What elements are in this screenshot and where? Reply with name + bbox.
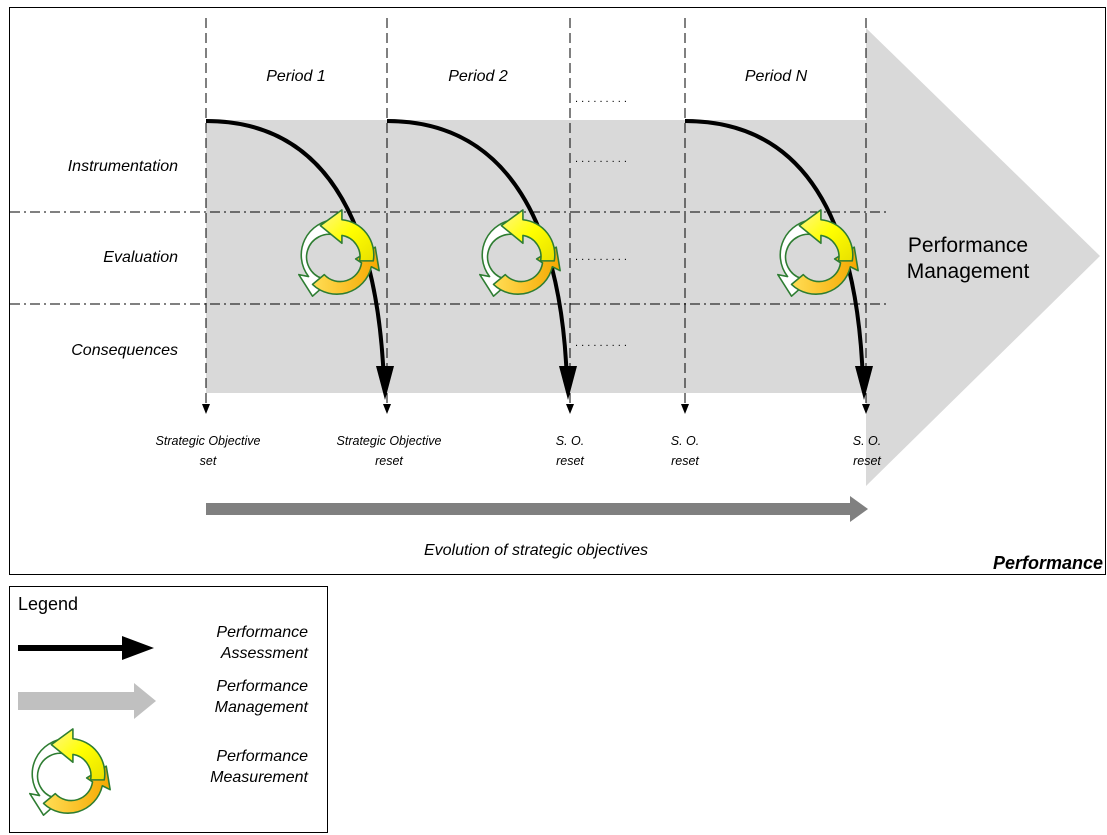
ellipsis-dots: . . . . . . . . . xyxy=(575,251,627,263)
grey-arrow-icon xyxy=(18,683,156,719)
period-label: Period 1 xyxy=(266,68,326,85)
milestone-label: Strategic Objective xyxy=(337,434,442,448)
legend-item-label: Performance xyxy=(216,624,308,641)
milestone-label: S. O. xyxy=(671,434,699,448)
management-label: Management xyxy=(907,260,1030,283)
management-label: Performance xyxy=(908,234,1028,257)
legend-item-label: Assessment xyxy=(220,645,309,662)
ellipsis-dots: . . . . . . . . . xyxy=(575,337,627,349)
milestone-label: reset xyxy=(375,454,403,468)
milestone-label: S. O. xyxy=(853,434,881,448)
row-label: Evaluation xyxy=(103,249,178,266)
legend-item-label: Measurement xyxy=(210,769,308,786)
performance-diagram-frame: . . . . . . . . . . . . . . . . . . . . … xyxy=(9,7,1106,575)
legend-item-label: Performance xyxy=(216,748,308,765)
row-label: Consequences xyxy=(71,342,178,359)
row-label: Instrumentation xyxy=(68,158,178,175)
milestone-label: set xyxy=(200,454,217,468)
evolution-label: Evolution of strategic objectives xyxy=(424,542,648,559)
milestone-label: S. O. xyxy=(556,434,584,448)
period-label: Period 2 xyxy=(448,68,508,85)
ellipsis-dots: . . . . . . . . . xyxy=(575,93,627,105)
performance-management-arrow xyxy=(206,28,1100,486)
period-lines xyxy=(205,18,867,404)
milestone-label: reset xyxy=(671,454,699,468)
milestone-label: Strategic Objective xyxy=(156,434,261,448)
milestone-label: reset xyxy=(853,454,881,468)
legend-item-label: Management xyxy=(215,699,309,716)
black-arrow-icon xyxy=(18,636,154,660)
assessment-arrowheads xyxy=(376,366,873,400)
legend-title: Legend xyxy=(18,594,78,614)
measurement-cycle-icon xyxy=(29,728,111,816)
legend-box: Legend Performance Assessment Performanc… xyxy=(9,586,328,833)
assessment-curves xyxy=(205,119,865,384)
evolution-arrow xyxy=(206,496,868,522)
performance-diagram: . . . . . . . . . . . . . . . . . . . . … xyxy=(10,18,1103,573)
period-line-arrowheads xyxy=(202,404,870,414)
legend: Legend Performance Assessment Performanc… xyxy=(18,594,309,816)
ellipsis-dots: . . . . . . . . . xyxy=(575,153,627,165)
legend-item-label: Performance xyxy=(216,678,308,695)
period-label: Period N xyxy=(745,68,808,85)
milestone-label: reset xyxy=(556,454,584,468)
corner-label: Performance xyxy=(993,553,1103,573)
